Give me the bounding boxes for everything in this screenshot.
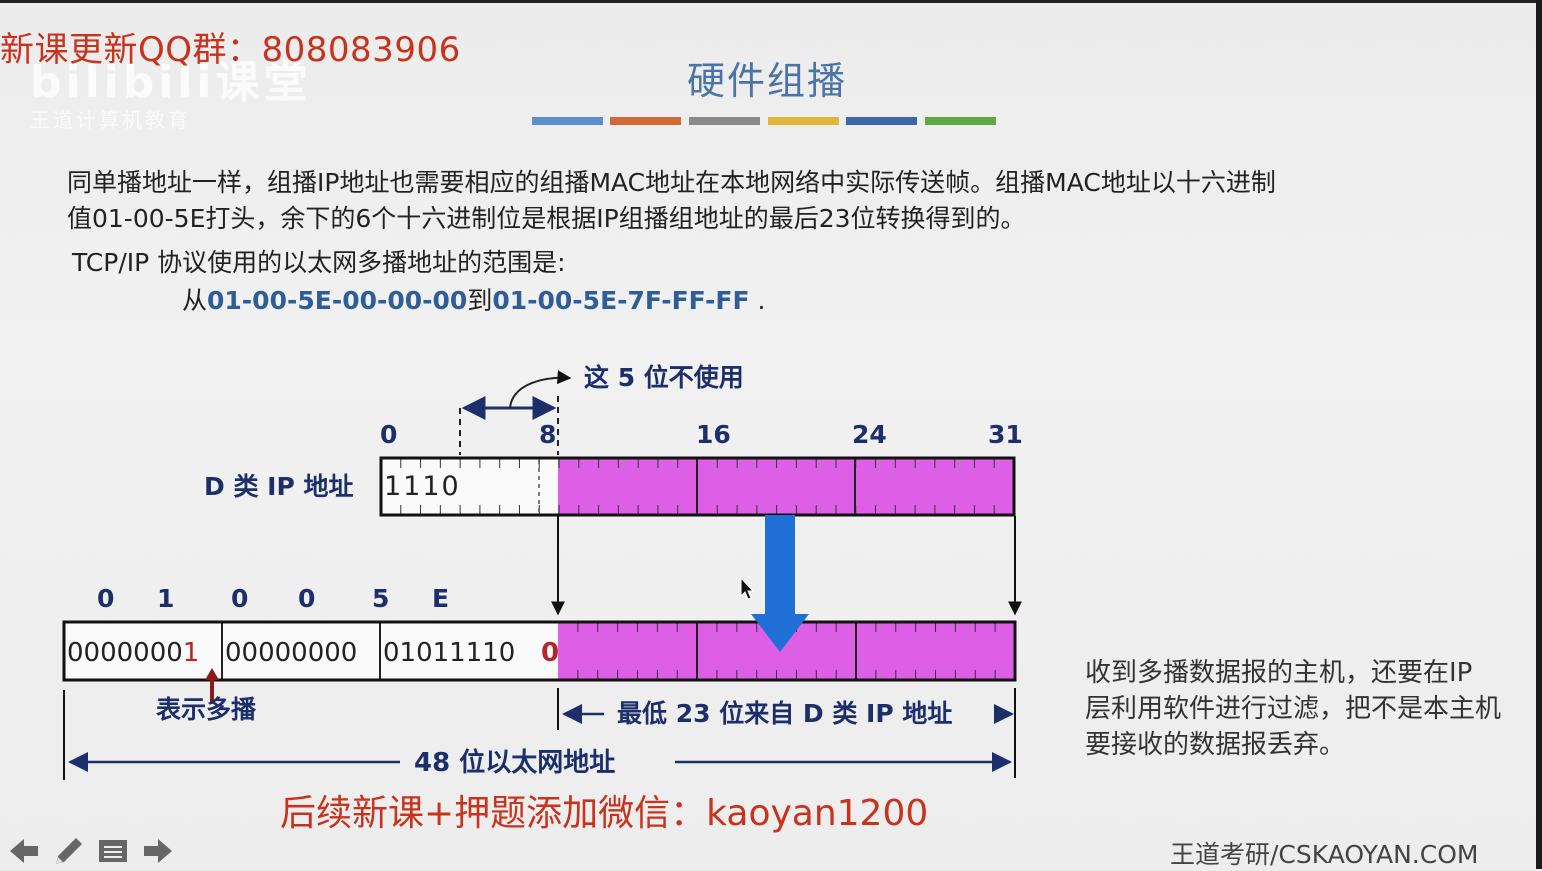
bilibili-logo: bilibili课堂 <box>30 57 312 108</box>
bilibili-subtitle: 王道计算机教育 <box>30 108 191 132</box>
mac-byte1: 00000001 <box>67 638 199 668</box>
unused-curve-arrow <box>509 370 572 409</box>
mac-byte2: 00000000 <box>225 638 357 668</box>
filter-note: 收到多播数据报的主机，还要在IP 层利用软件进行过滤，把不是本主机要接收的数据报… <box>1085 658 1502 760</box>
title-bar-5 <box>846 117 917 125</box>
hex-digit-label: 1 <box>157 584 174 613</box>
ip-prefix-bits: 1110 <box>384 471 461 502</box>
title-bar-1 <box>532 117 603 125</box>
range-to-word: 到 <box>467 286 493 315</box>
hex-digit-label: 0 <box>298 584 315 613</box>
hex-digit-label: 5 <box>372 584 389 613</box>
range-from-word: 从 <box>182 286 208 315</box>
title-bar-2 <box>610 117 681 125</box>
right-edge <box>1536 0 1542 869</box>
mouse-cursor-icon <box>740 576 755 600</box>
slide-title: 硬件组播 <box>0 50 1542 105</box>
range-start: 01-00-5E-00-00-00 <box>207 286 468 315</box>
unused-bits-label: 这 5 位不使用 <box>584 363 744 392</box>
bit-position-label: 24 <box>852 420 887 449</box>
title-bar-3 <box>689 117 760 125</box>
title-bar-4 <box>768 117 839 125</box>
brand-footer: 王道考研/CSKAOYAN.COM <box>1170 840 1479 869</box>
mapping-arrow <box>751 515 809 652</box>
mac-multicast-bit: 1 <box>183 638 200 668</box>
hex-digit-label: 0 <box>97 584 114 613</box>
ip-row-label: D 类 IP 地址 <box>204 472 354 501</box>
multicast-bit-arrowhead <box>205 668 219 680</box>
slide-title-text: 硬件组播 <box>686 59 847 103</box>
mac-range-line: 从01-00-5E-00-00-00到01-00-5E-7F-FF-FF . <box>182 281 765 317</box>
intro-paragraph: 同单播地址一样，组播IP地址也需要相应的组播MAC地址在本地网络中实际传送帧。组… <box>67 165 1467 237</box>
bit-position-label: 31 <box>988 420 1023 449</box>
bit-position-label: 8 <box>539 420 556 449</box>
hex-digit-label: 0 <box>231 584 248 613</box>
mac-bit24: 0 <box>541 638 559 668</box>
wechat-watermark: 后续新课+押题添加微信：kaoyan1200 <box>280 793 929 834</box>
mac-byte3: 01011110 <box>383 638 515 668</box>
pen-icon[interactable] <box>52 836 86 866</box>
top-edge <box>0 0 1542 3</box>
mac-byte1-prefix: 0000000 <box>67 638 183 668</box>
ip-address-box <box>379 456 1016 517</box>
ip-low-bits-fill <box>558 458 1014 515</box>
hex-digit-label: E <box>432 584 449 613</box>
multicast-label: 表示多播 <box>156 695 257 724</box>
low23-label: 最低 23 位来自 D 类 IP 地址 <box>617 699 952 728</box>
range-period: . <box>749 286 766 315</box>
arrow-right-icon[interactable] <box>140 836 174 866</box>
arrow-left-icon[interactable] <box>8 836 42 866</box>
paragraph-line-2: 值01-00-5E打头，余下的6个十六进制位是根据IP组播组地址的最后23位转换… <box>67 204 1026 233</box>
paragraph-line-1: 同单播地址一样，组播IP地址也需要相应的组播MAC地址在本地网络中实际传送帧。组… <box>67 168 1276 197</box>
bit-position-label: 0 <box>380 420 397 449</box>
tcpip-range-intro: TCP/IP 协议使用的以太网多播地址的范围是: <box>72 248 566 277</box>
total-bits-label: 48 位以太网地址 <box>414 747 615 778</box>
mac-address-box <box>62 620 1017 682</box>
menu-icon[interactable] <box>96 836 130 866</box>
qq-group-watermark: 新课更新QQ群：808083906 <box>0 30 461 70</box>
bit-position-label: 16 <box>696 420 731 449</box>
range-end: 01-00-5E-7F-FF-FF <box>492 286 750 315</box>
title-bar-6 <box>925 117 996 125</box>
